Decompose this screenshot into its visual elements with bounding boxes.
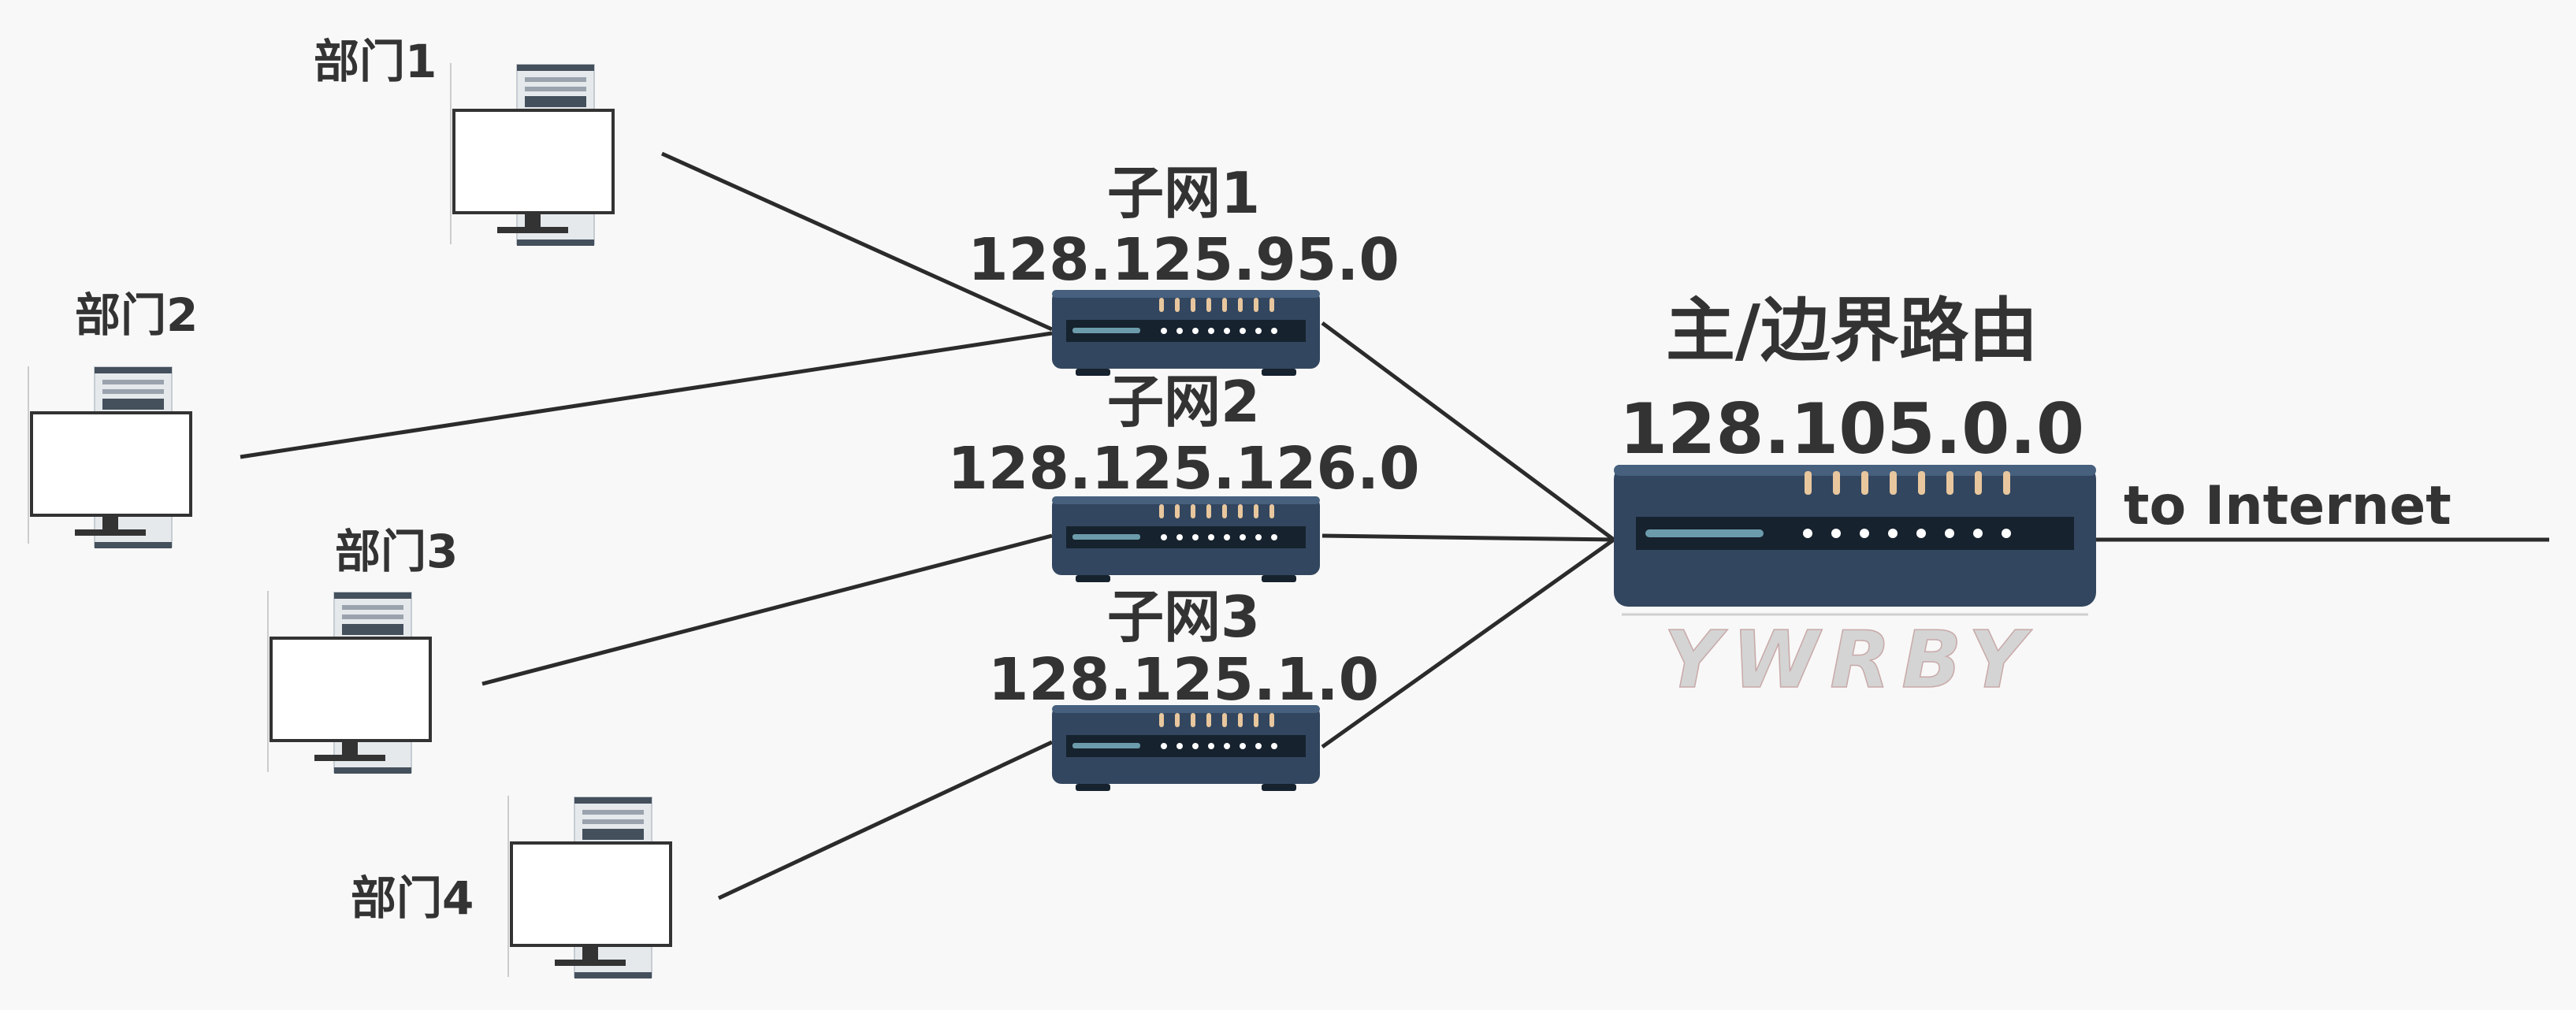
desktop-computer-icon bbox=[30, 366, 192, 550]
network-router-icon bbox=[1052, 496, 1320, 582]
subnet-3: 子网3 128.125.1.0 bbox=[988, 584, 1379, 791]
subnet-name: 子网2 bbox=[1107, 369, 1260, 435]
department-label: 部门1 bbox=[314, 35, 437, 88]
link-dept3-subnet2 bbox=[481, 533, 1053, 686]
network-router-icon bbox=[1052, 290, 1320, 376]
link-dept1-subnet1 bbox=[660, 151, 1054, 332]
subnet-ip: 128.125.1.0 bbox=[988, 646, 1379, 714]
desktop-computer-icon bbox=[269, 591, 432, 775]
department-label: 部门2 bbox=[75, 288, 198, 342]
link-subnet3-main bbox=[1321, 537, 1615, 749]
link-subnet1-main bbox=[1321, 321, 1615, 542]
desktop-computer-icon bbox=[452, 63, 615, 247]
main-router: 主/边界路由 128.105.0.0 YWRBY bbox=[1614, 290, 2096, 707]
department-label: 部门3 bbox=[335, 525, 458, 578]
subnet-ip: 128.125.126.0 bbox=[947, 435, 1419, 503]
subnet-name: 子网1 bbox=[1107, 160, 1260, 226]
connection-lines bbox=[240, 151, 2549, 900]
department-1: 部门1 bbox=[314, 35, 615, 247]
department-2: 部门2 bbox=[28, 288, 198, 550]
desktop-computer-icon bbox=[510, 796, 672, 980]
network-router-icon bbox=[1052, 705, 1320, 791]
subnet-ip: 128.125.95.0 bbox=[968, 226, 1400, 294]
subnet-2: 子网2 128.125.126.0 bbox=[947, 369, 1420, 582]
watermark-text: YWRBY bbox=[1664, 614, 2037, 706]
border-router-icon bbox=[1614, 465, 2096, 616]
link-dept2-subnet1 bbox=[240, 331, 1053, 459]
internet-label: to Internet bbox=[2124, 475, 2451, 537]
department-3: 部门3 bbox=[267, 525, 458, 775]
main-router-ip: 128.105.0.0 bbox=[1619, 388, 2084, 470]
link-subnet2-main bbox=[1321, 533, 1615, 542]
subnet-name: 子网3 bbox=[1107, 584, 1260, 650]
link-dept4-subnet3 bbox=[717, 740, 1054, 900]
subnet-1: 子网1 128.125.95.0 bbox=[968, 160, 1400, 376]
department-label: 部门4 bbox=[351, 871, 474, 925]
main-router-name: 主/边界路由 bbox=[1666, 290, 2038, 371]
department-4: 部门4 bbox=[351, 796, 672, 980]
